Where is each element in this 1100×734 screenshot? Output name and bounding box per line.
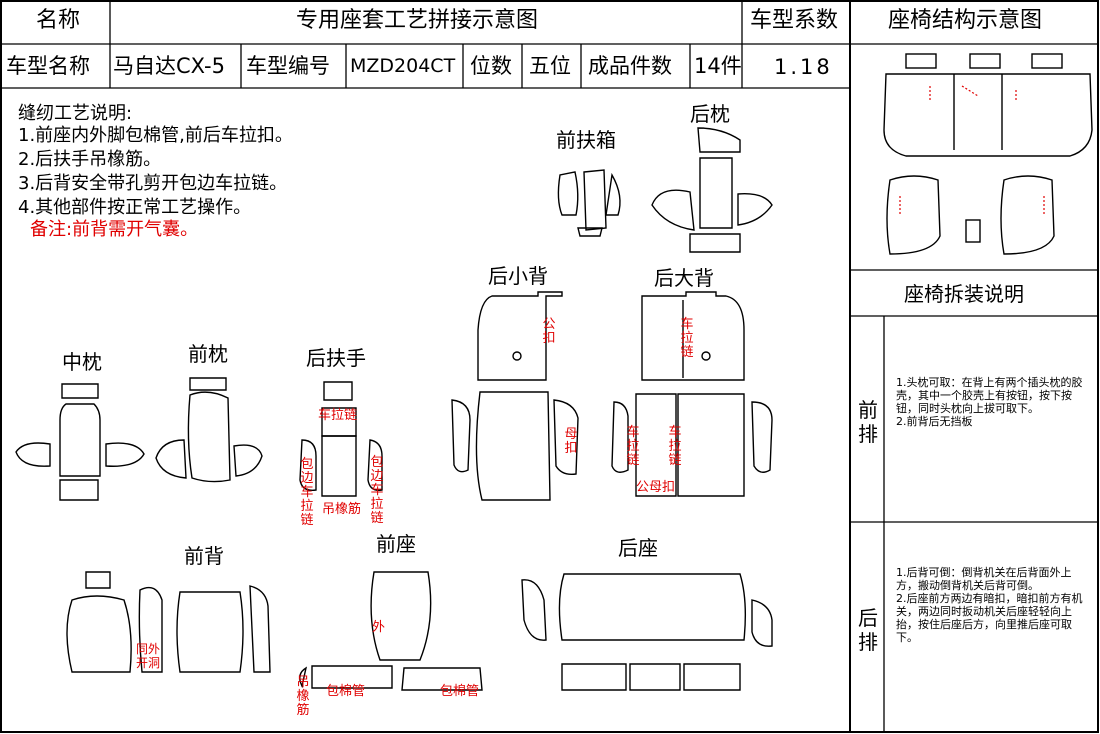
label-rear-armrest: 后扶手 bbox=[306, 346, 366, 370]
annotation-tong-wai-kai-dong: 同外开洞 bbox=[136, 642, 161, 670]
structure-title: 座椅结构示意图 bbox=[888, 8, 1043, 33]
seats-value: 五位 bbox=[529, 54, 571, 78]
note-line-1: 1.前座内外脚包棉管,前后车拉扣。 bbox=[18, 125, 293, 146]
front-row-label: 前排 bbox=[858, 398, 878, 446]
coef-label: 车型系数 bbox=[750, 8, 839, 33]
rear-row-text: 1.后背可倒：倒背机关在后背面外上方，搬动倒背机关后背可倒。 2.后座前方两边有… bbox=[896, 566, 1083, 644]
annotation-diao-xiangjin: 吊橡筋 bbox=[322, 502, 362, 517]
annotation-wai: 外 bbox=[372, 620, 386, 635]
notes-title: 缝纫工艺说明: bbox=[18, 103, 133, 124]
annotation-che-lalian-3: 车拉链 bbox=[668, 425, 682, 468]
label-front-headrest: 前枕 bbox=[188, 342, 228, 366]
annotation-che-lalian-2: 车拉链 bbox=[626, 425, 640, 468]
label-front-armrest-box: 前扶箱 bbox=[556, 128, 616, 152]
annotation-gong-mu-kou: 公母扣 bbox=[636, 480, 676, 495]
page-title: 专用座套工艺拼接示意图 bbox=[296, 8, 539, 33]
annotation-bao-mianguan-2: 包棉管 bbox=[440, 684, 480, 699]
label-rear-big-back: 后大背 bbox=[654, 266, 714, 290]
model-code: MZD204CT bbox=[350, 55, 456, 77]
coef-value: 1.18 bbox=[774, 55, 833, 79]
annotation-che-lalian-1: 车拉链 bbox=[680, 317, 694, 360]
note-line-4: 4.其他部件按正常工艺操作。 bbox=[18, 197, 252, 218]
pieces-value: 14件 bbox=[694, 54, 742, 78]
annotation-diao-xiangjin-seat: 吊橡筋 bbox=[296, 675, 310, 718]
annotation-muko: 母扣 bbox=[564, 427, 578, 456]
rear-row-label: 后排 bbox=[858, 606, 878, 654]
model-name-label: 车型名称 bbox=[6, 54, 90, 78]
annotation-bao-bian-1: 包边车拉链 bbox=[300, 457, 314, 528]
label-front-seat: 前座 bbox=[376, 532, 416, 556]
label-middle-headrest: 中枕 bbox=[62, 350, 102, 374]
note-line-2: 2.后扶手吊橡筋。 bbox=[18, 149, 162, 170]
model-name: 马自达CX-5 bbox=[113, 54, 225, 78]
annotation-bao-mianguan-1: 包棉管 bbox=[326, 684, 366, 699]
note-line-3: 3.后背安全带孔剪开包边车拉链。 bbox=[18, 173, 288, 194]
label-rear-headrest: 后枕 bbox=[690, 102, 730, 126]
note-remark: 备注:前背需开气囊。 bbox=[30, 219, 199, 240]
pieces-label: 成品件数 bbox=[588, 54, 672, 78]
label-rear-seat: 后座 bbox=[618, 536, 658, 560]
annotation-gongkou: 公扣 bbox=[542, 317, 556, 346]
front-row-text: 1.头枕可取：在背上有两个插头枕的胶壳，其中一个胶壳上有按钮，按下按钮，同时头枕… bbox=[896, 376, 1083, 428]
seats-label: 位数 bbox=[470, 54, 512, 78]
model-code-label: 车型编号 bbox=[246, 54, 330, 78]
disassembly-title: 座椅拆装说明 bbox=[904, 282, 1024, 306]
label-rear-small-back: 后小背 bbox=[488, 264, 548, 288]
annotation-che-lalian-armrest: 车拉链 bbox=[318, 408, 358, 423]
annotation-bao-bian-2: 包边车拉链 bbox=[370, 455, 384, 526]
name-label: 名称 bbox=[36, 8, 81, 33]
pattern-pieces bbox=[15, 53, 1093, 691]
label-front-back: 前背 bbox=[184, 544, 224, 568]
